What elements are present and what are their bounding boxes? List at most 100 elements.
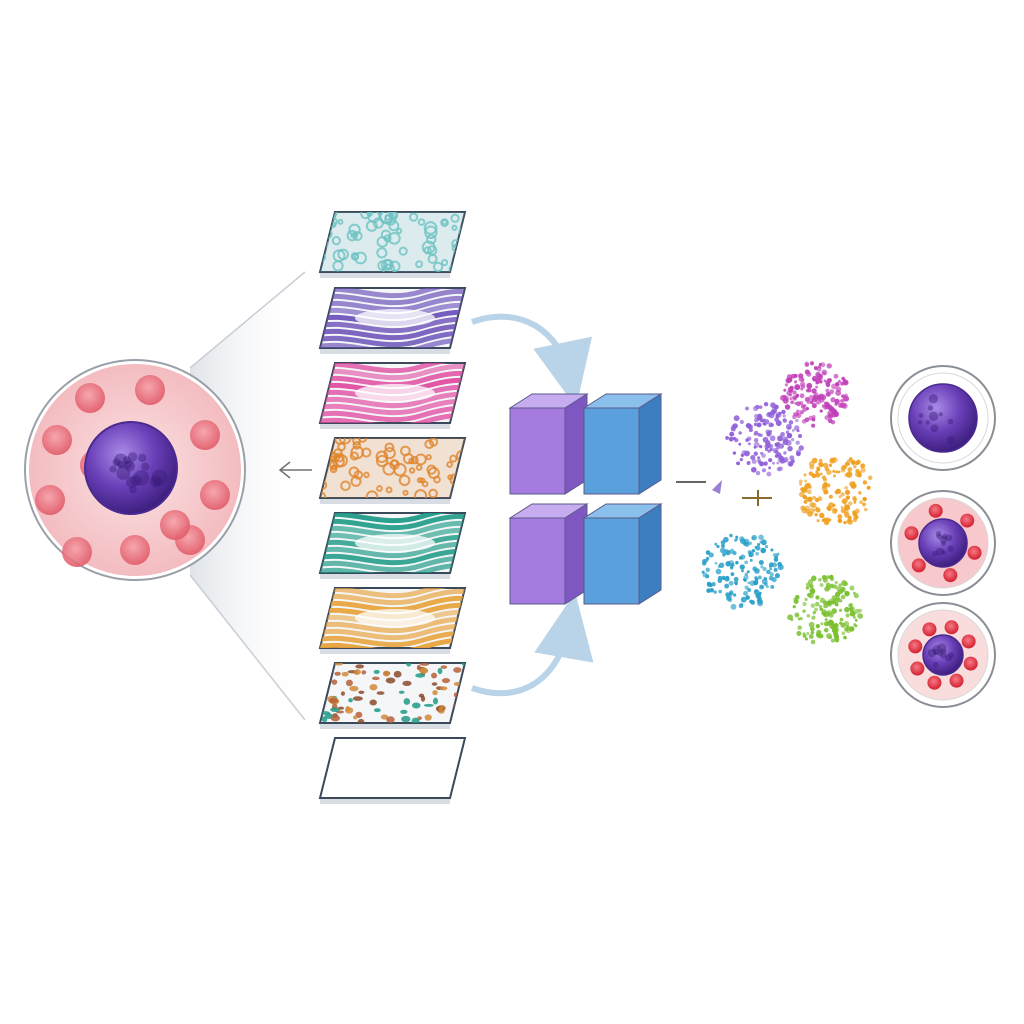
chromatin-spot — [930, 424, 939, 433]
cluster-point — [821, 475, 827, 480]
cluster-point — [840, 465, 846, 471]
cluster-point — [754, 545, 758, 550]
cluster-point — [794, 425, 800, 431]
cluster-point — [810, 626, 815, 632]
cluster-point — [784, 404, 791, 410]
cluster-point — [733, 415, 740, 422]
cluster-point — [760, 539, 767, 546]
cluster-point — [840, 402, 846, 409]
cluster-point — [833, 373, 839, 379]
cluster-point — [819, 512, 825, 519]
cluster-point — [854, 618, 858, 622]
cluster-point — [797, 625, 802, 630]
cluster-point — [749, 558, 753, 562]
cluster-point — [758, 560, 764, 566]
cluster-point — [826, 633, 832, 639]
cluster-point — [739, 564, 745, 570]
return-arrow — [278, 461, 312, 479]
cluster-point — [725, 436, 730, 440]
cluster-point — [772, 552, 778, 558]
cluster-point — [853, 593, 859, 599]
cluster-point — [825, 388, 830, 393]
cluster-point — [777, 564, 784, 571]
cluster-point — [750, 455, 756, 461]
cluster-point — [862, 480, 868, 485]
cluster-point — [833, 623, 839, 629]
cluster-point — [764, 545, 769, 549]
cluster-point — [826, 575, 831, 580]
cluster-point — [739, 420, 744, 425]
cluster-connector — [676, 480, 772, 506]
cluster-point — [818, 362, 822, 366]
cluster-point — [758, 405, 763, 409]
cluster-point — [806, 592, 812, 598]
cluster-point — [752, 405, 759, 412]
chromatin-spot — [152, 478, 162, 487]
chromatin-spot — [947, 418, 954, 425]
cluster-point — [806, 388, 812, 393]
cluster-point — [845, 495, 851, 500]
cluster-point — [796, 412, 800, 416]
magenta-texture-slice — [318, 362, 467, 429]
cluster-point — [799, 401, 804, 406]
cluster-point — [844, 393, 848, 398]
cluster-point — [853, 464, 857, 469]
cluster-point — [782, 418, 788, 423]
cluster-point — [729, 431, 735, 437]
cluster-point — [757, 543, 761, 547]
cluster-point — [784, 383, 788, 387]
cluster-point — [782, 414, 786, 418]
cluster-point — [815, 624, 820, 629]
cluster-point — [789, 385, 794, 391]
cluster-point — [746, 570, 750, 574]
cluster-point — [728, 591, 733, 596]
result-nucleus — [918, 518, 968, 568]
cluster-point — [732, 436, 737, 440]
cluster-point — [841, 398, 846, 402]
cluster-point — [759, 540, 763, 544]
cluster-point — [796, 409, 800, 414]
cluster-point — [817, 496, 823, 502]
cluster-point — [844, 504, 851, 511]
cluster-point — [803, 499, 808, 504]
cluster-point — [852, 497, 858, 502]
cluster-point — [849, 603, 853, 607]
red-blood-cell — [190, 420, 220, 450]
cluster-point — [754, 430, 759, 435]
cluster-point — [843, 620, 850, 627]
cluster-point — [804, 637, 808, 641]
cluster-point — [812, 378, 816, 382]
cluster-point — [796, 630, 802, 636]
chromatin-spot — [112, 458, 121, 467]
result-cell-2 — [890, 490, 996, 596]
cluster-point — [810, 630, 815, 635]
slice-face — [318, 737, 467, 799]
cluster-point — [776, 441, 781, 447]
cluster-point — [823, 627, 829, 633]
cluster-point — [818, 374, 823, 379]
cluster-point — [718, 589, 722, 594]
cluster-point — [832, 503, 836, 507]
chromatin-spot — [936, 643, 947, 653]
chromatin-spot — [917, 419, 923, 425]
cluster-point — [858, 491, 862, 495]
cluster-point — [795, 394, 799, 398]
cluster-point — [733, 593, 737, 597]
cluster-point — [755, 470, 761, 476]
cluster-point — [804, 479, 808, 483]
cluster-point — [816, 394, 823, 401]
red-blood-cell — [960, 513, 975, 528]
result-cell-1 — [890, 365, 996, 471]
cluster-point — [753, 451, 758, 456]
cluster-point — [778, 411, 782, 415]
cluster-point — [792, 390, 797, 395]
cluster-point — [822, 371, 826, 375]
cluster-point — [849, 610, 856, 617]
cluster-point — [834, 412, 839, 417]
cluster-point — [775, 413, 780, 419]
cluster-point — [715, 568, 722, 575]
cluster-point — [855, 468, 860, 474]
cluster-point — [791, 428, 795, 432]
cluster-point — [728, 436, 734, 442]
